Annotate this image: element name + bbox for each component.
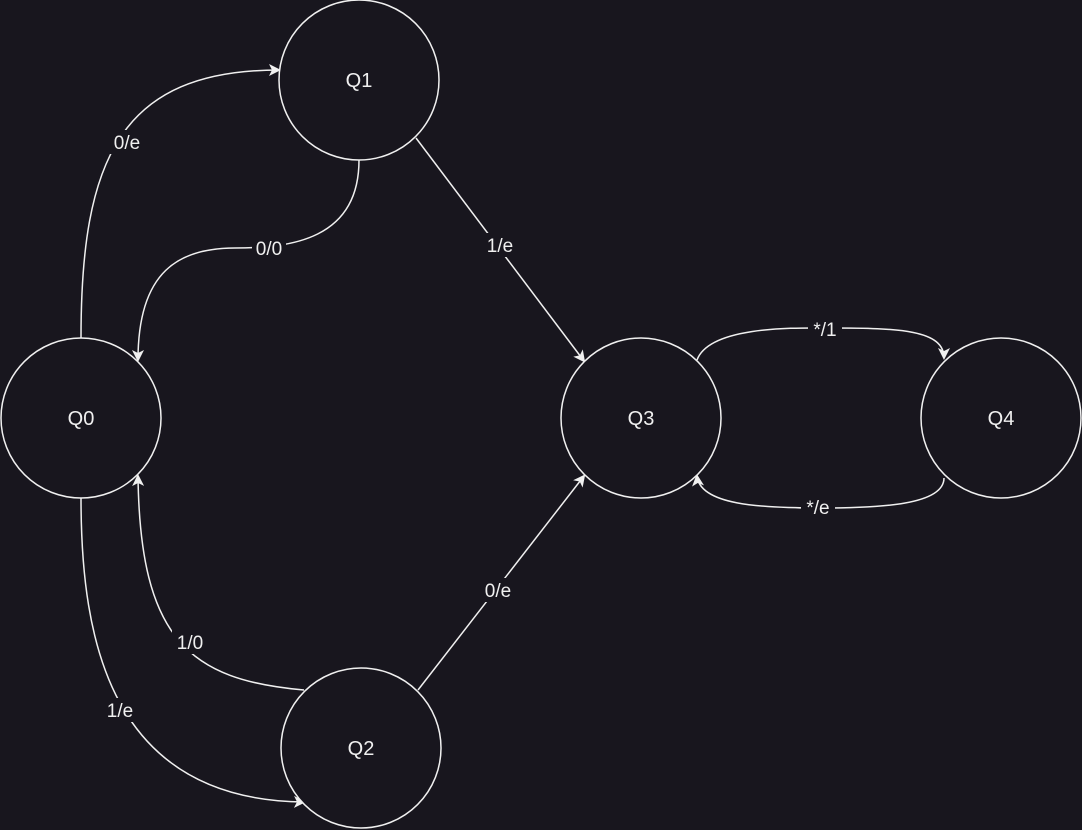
edge-label-q0-q1: 0/e (109, 130, 145, 154)
state-label: Q2 (348, 738, 375, 760)
state-label: Q3 (628, 408, 655, 430)
edge-label-text: 1/0 (177, 633, 203, 654)
edge-q1-q0 (132, 159, 360, 362)
edge-label-q0-q2: 1/e (101, 698, 139, 722)
state-q0: Q0 (0, 337, 162, 499)
edges (80, 64, 950, 808)
edge-label-q4-q3: */e (801, 496, 835, 520)
state-q1: Q1 (278, 0, 440, 161)
edge-label-q3-q4: */1 (808, 317, 842, 341)
edge-label-text: 0/0 (256, 239, 282, 260)
state-label: Q1 (346, 70, 373, 92)
edge-label-q2-q0: 1/0 (172, 630, 208, 654)
edge-q2-q0 (132, 474, 305, 691)
edge-label-q1-q3: 1/e (482, 233, 518, 257)
state-q2: Q2 (280, 667, 442, 829)
edge-label-q2-q3: 0/e (480, 578, 516, 602)
edge-label-text: */e (806, 498, 829, 519)
edge-label-text: 1/e (107, 701, 133, 722)
state-label: Q0 (68, 408, 95, 430)
edge-label-q1-q0: 0/0 (252, 236, 286, 260)
state-label: Q4 (988, 408, 1015, 430)
edge-label-text: 0/e (114, 133, 140, 154)
edge-labels: 0/e 0/0 1/e 1/e 1/0 0/e */1 */e (101, 130, 842, 722)
edge-q0-q1 (80, 64, 281, 339)
state-q3: Q3 (560, 337, 722, 499)
edge-label-text: 0/e (485, 581, 511, 602)
edge-label-text: 1/e (487, 236, 513, 257)
edge-label-text: */1 (813, 320, 836, 341)
state-q4: Q4 (920, 337, 1082, 499)
